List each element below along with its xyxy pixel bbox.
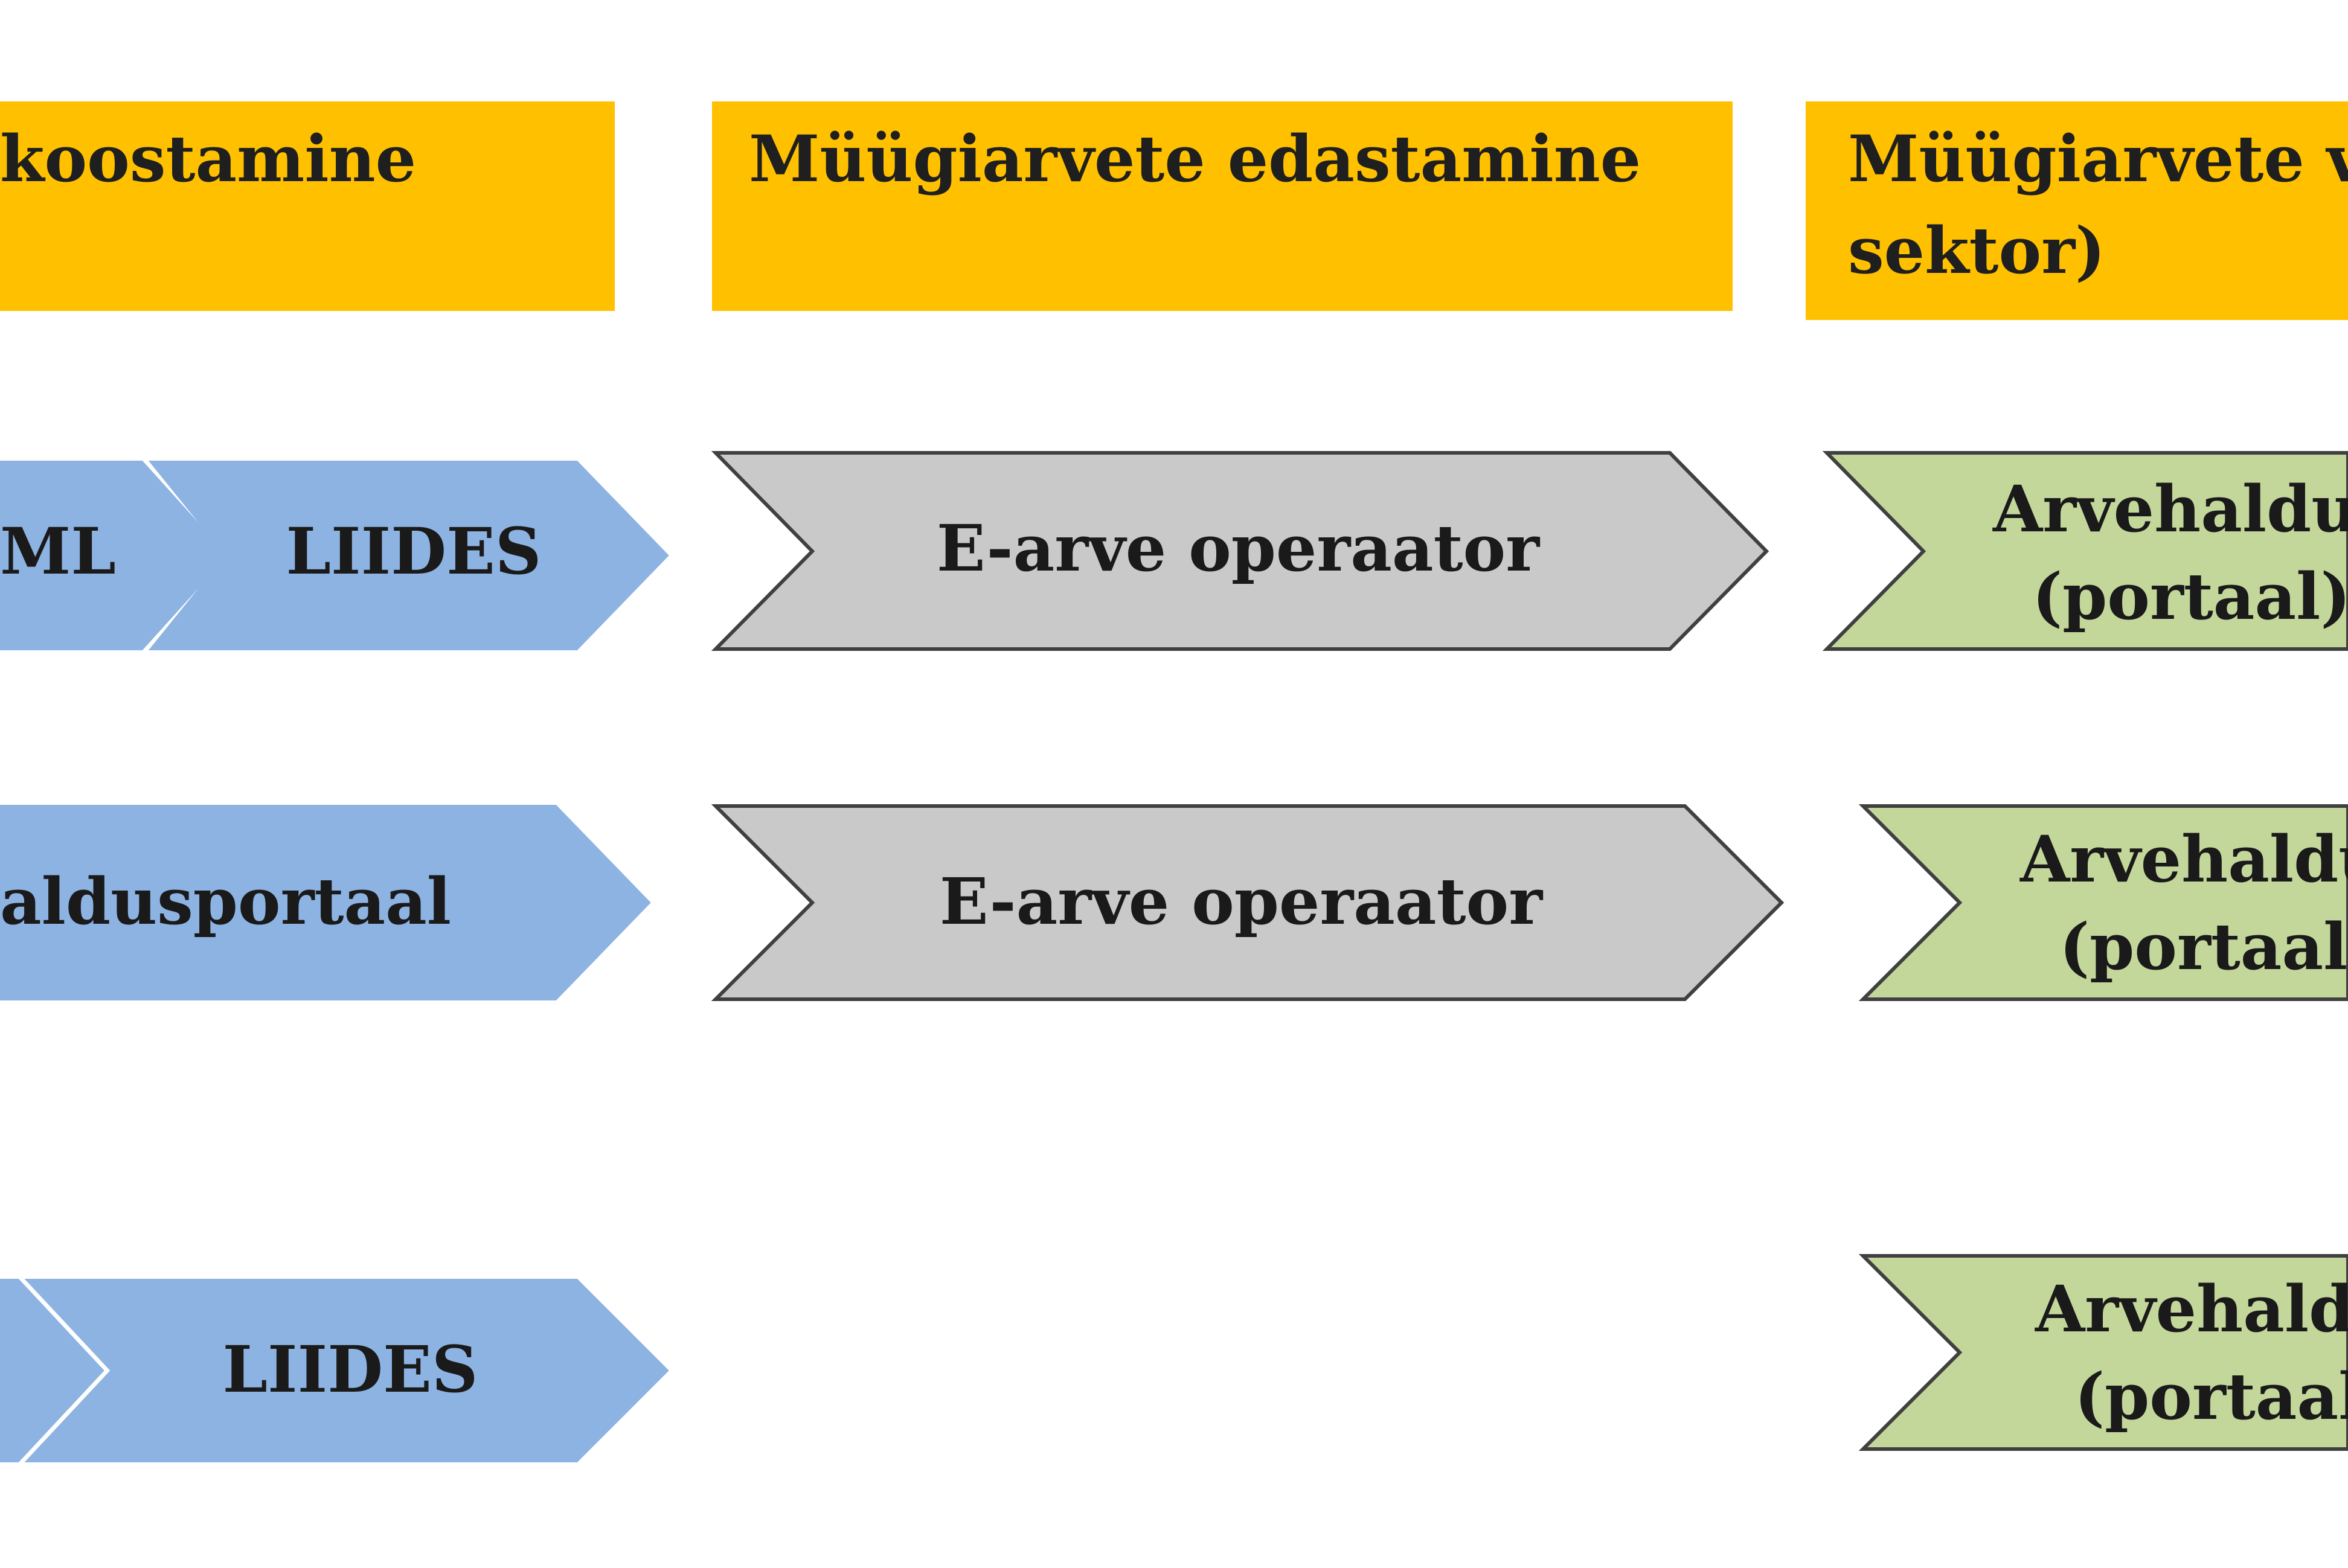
- row2-portal-chevron: [0, 805, 651, 1000]
- row1-portal-line1: Arvehaldus: [1992, 471, 2348, 546]
- row1-operator-label: E-arve operaator: [937, 510, 1540, 586]
- row3-liides-chevron: [24, 1279, 669, 1462]
- row3-partial-chevron: [0, 1279, 104, 1462]
- row1-liides-chevron: [148, 461, 669, 650]
- row1-portal-line2: (portaal): [2032, 558, 2348, 634]
- row3-portal-chevron: [1858, 1254, 2348, 1451]
- row-1: ML LIIDES E-arve operaator Arvehaldus (p…: [0, 451, 2348, 651]
- row2-operator-label: E-arve operaator: [940, 863, 1543, 939]
- row-2: aldusportaal E-arve operaator Arvehaldu …: [0, 804, 2348, 1001]
- row1-portal-chevron: [1822, 451, 2348, 651]
- header-col3-line1: Müügiarvete va: [1848, 121, 2348, 196]
- header-col2: Müügiarvete edastamine: [712, 101, 1733, 311]
- row3-liides-label: LIIDES: [223, 1331, 478, 1407]
- row2-portal-chevron-green: [1858, 804, 2348, 1001]
- row2-green-line2: (portaal): [2059, 909, 2348, 984]
- header-col3-line2: sektor): [1848, 213, 2105, 288]
- header-col1-line1: koostamine: [0, 121, 416, 196]
- row1-liides-label: LIIDES: [286, 513, 542, 589]
- row-3: LIIDES Arvehaldu (portaal): [0, 1254, 2348, 1462]
- row1-xml-chevron: [0, 461, 228, 650]
- header-col3: Müügiarvete va sektor): [1806, 101, 2348, 320]
- row2-operator-chevron: [711, 804, 1785, 1001]
- header-col2-line1: Müügiarvete edastamine: [749, 121, 1641, 196]
- row3-green-line2: (portaal): [2074, 1358, 2348, 1434]
- row2-portal-label: aldusportaal: [0, 863, 451, 939]
- row1-operator-chevron: [711, 451, 1769, 651]
- header-col1: koostamine: [0, 101, 615, 311]
- row3-green-line1: Arvehaldu: [2035, 1271, 2348, 1346]
- row1-xml-label: ML: [0, 513, 116, 589]
- row2-green-line1: Arvehaldu: [2019, 821, 2348, 897]
